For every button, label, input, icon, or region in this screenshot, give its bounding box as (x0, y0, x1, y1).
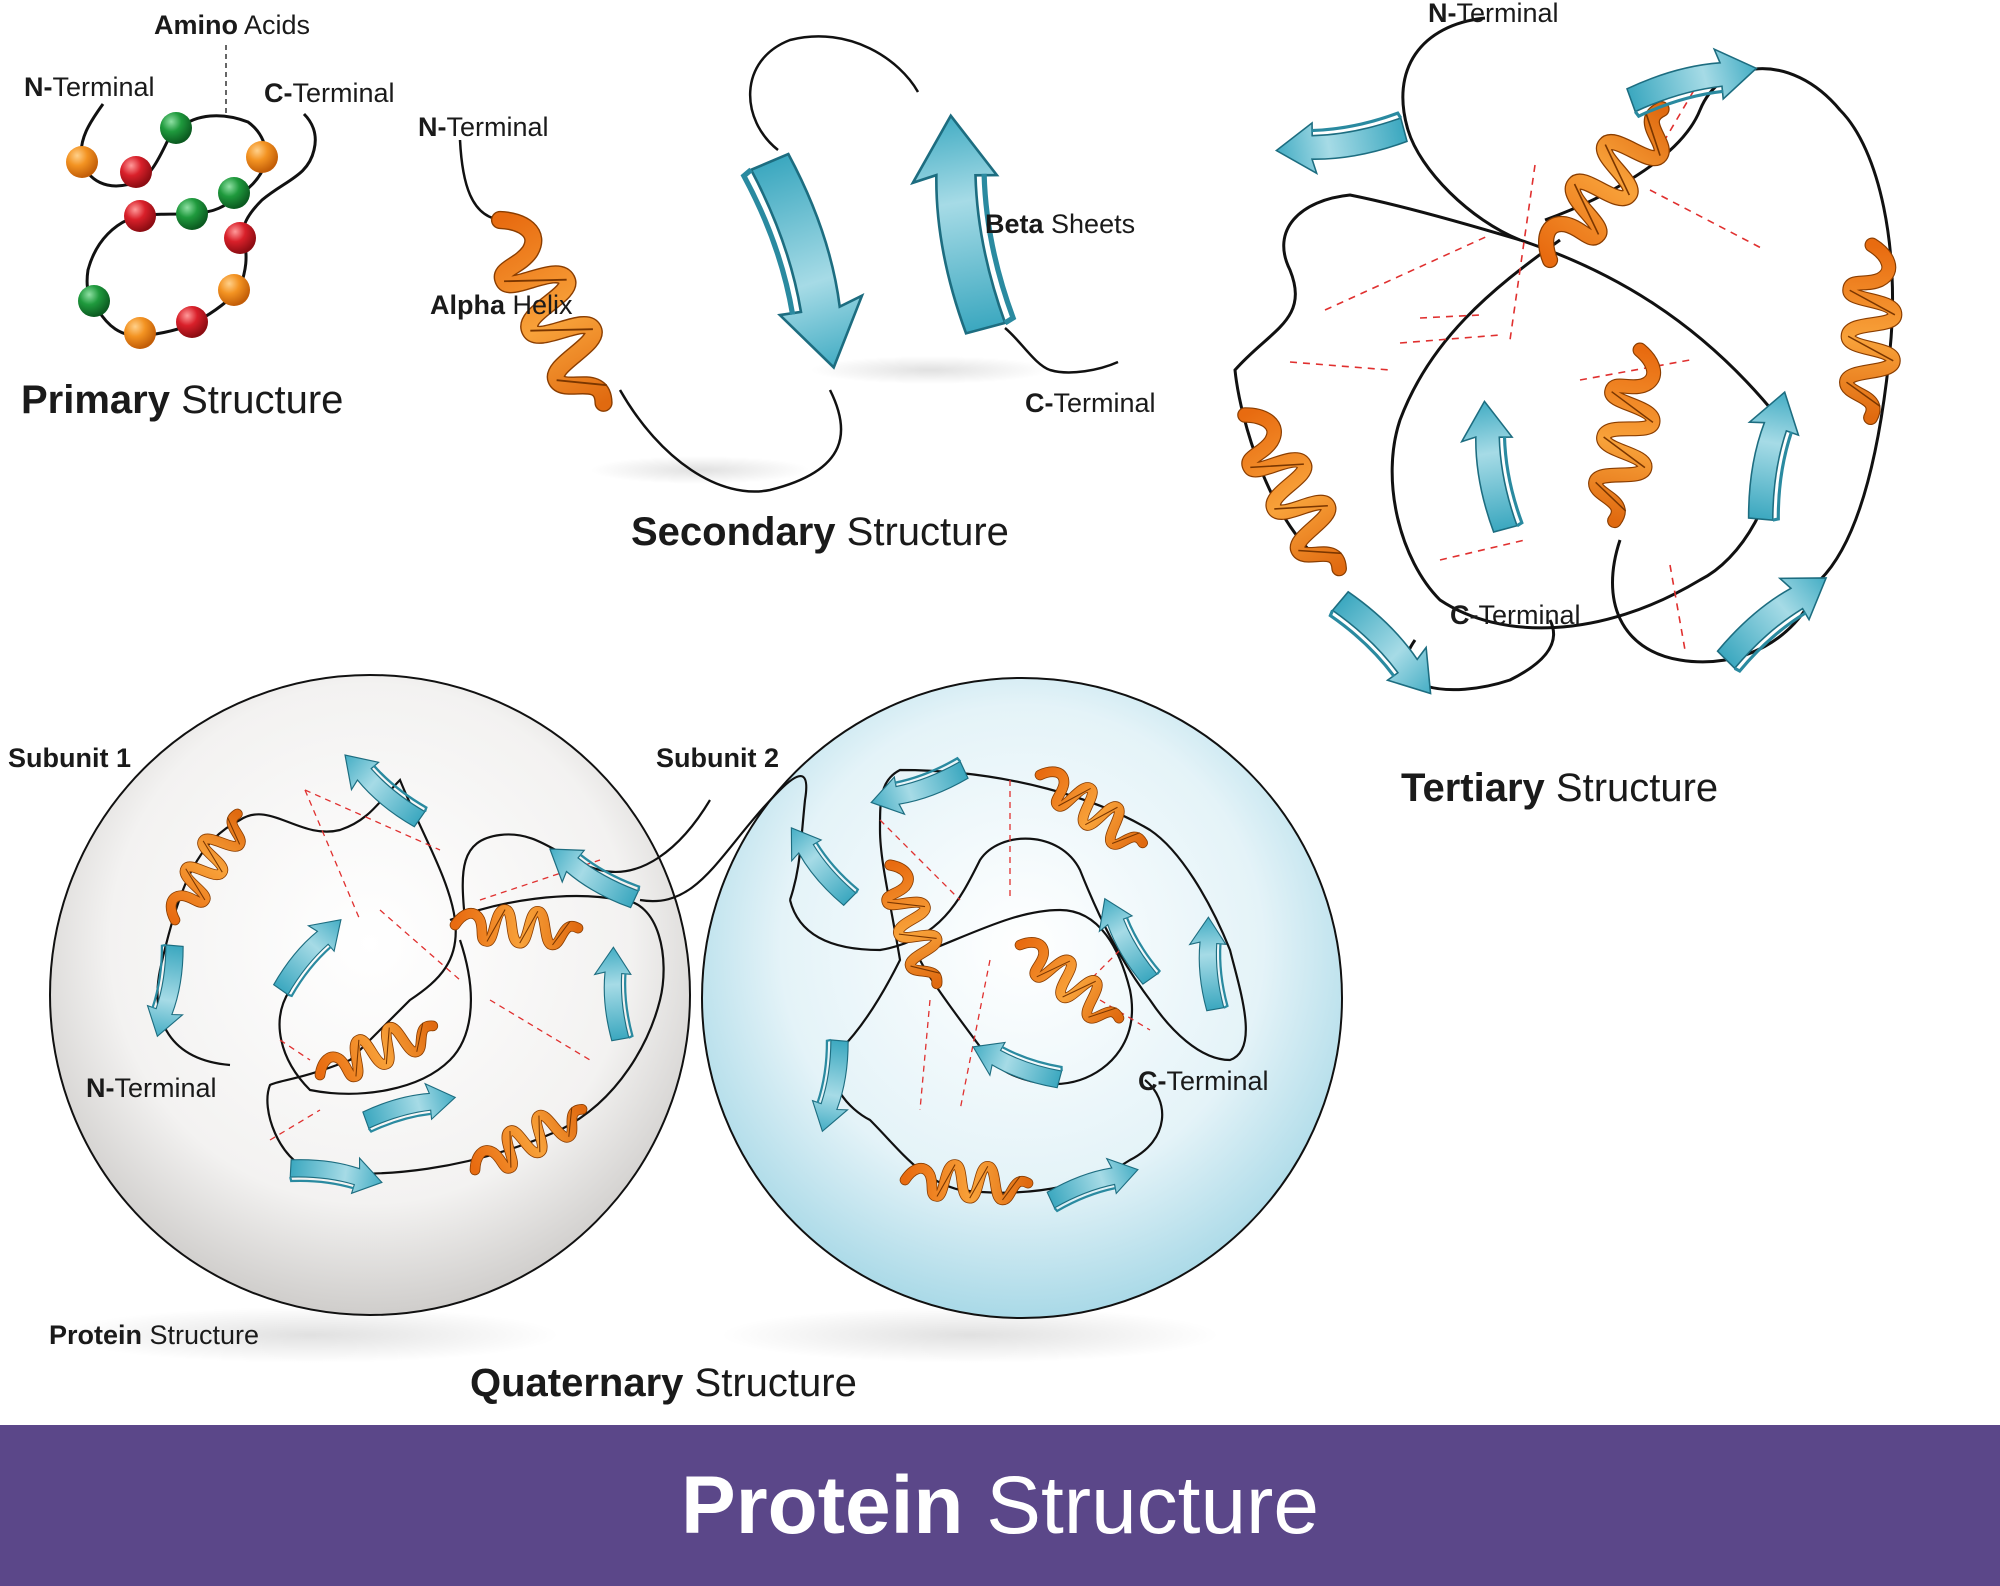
banner-title: Protein Structure (681, 1464, 1319, 1547)
alpha-helix-label: Alpha Helix (430, 292, 573, 319)
secondary-n-terminal-label: N-Terminal (418, 114, 549, 141)
quaternary-structure-title: Quaternary Structure (470, 1363, 857, 1403)
amino-acids-label: Amino Acids (154, 12, 310, 39)
secondary-c-tail (1004, 327, 1119, 374)
label-bold: C- (264, 78, 293, 108)
label-bold: C- (1450, 600, 1479, 630)
label-bold: N- (86, 1073, 115, 1103)
title-bold: Tertiary (1401, 766, 1545, 810)
title-banner: Protein Structure (0, 1425, 2000, 1586)
tertiary-sheet (1731, 385, 1807, 526)
amino-acid (176, 198, 208, 230)
subunit-2-sphere (701, 677, 1343, 1319)
tertiary-n-terminal-label: N-Terminal (1428, 0, 1559, 27)
label-regular: Terminal (114, 1073, 217, 1103)
label-regular: Acids (238, 10, 311, 40)
tertiary-helix (1590, 346, 1665, 524)
tertiary-structure-title: Tertiary Structure (1401, 768, 1718, 808)
amino-acid (66, 146, 98, 178)
quaternary-structure (49, 674, 1343, 1363)
title-regular: Structure (835, 510, 1009, 554)
quaternary-n-terminal-label: N-Terminal (86, 1075, 217, 1102)
subunit-1-fold (141, 741, 711, 1199)
label-bold: N- (24, 72, 53, 102)
label-regular: Structure (142, 1320, 260, 1350)
quaternary-c-terminal-label: C-Terminal (1138, 1068, 1269, 1095)
banner-title-regular: Structure (963, 1459, 1319, 1551)
label-regular: Terminal (1166, 1066, 1269, 1096)
label-regular: Terminal (1478, 600, 1581, 630)
secondary-c-terminal-label: C-Terminal (1025, 390, 1156, 417)
secondary-structure-title: Secondary Structure (631, 512, 1009, 552)
label-bold: Protein (49, 1320, 143, 1350)
protein-structure-label: Protein Structure (49, 1322, 259, 1349)
label-regular: Terminal (1456, 0, 1559, 28)
tertiary-helix (1845, 244, 1897, 418)
beta-sheet-down (733, 146, 880, 378)
label-bold: Amino (154, 10, 238, 40)
title-regular: Structure (683, 1361, 857, 1405)
label-regular: Terminal (446, 112, 549, 142)
label-bold: N- (418, 112, 447, 142)
secondary-n-tail (458, 139, 506, 222)
label-bold: N- (1428, 0, 1457, 28)
subunit-1-label: Subunit 1 (8, 743, 131, 773)
tertiary-c-terminal-label: C-Terminal (1450, 602, 1581, 629)
title-regular: Structure (1544, 766, 1719, 810)
tertiary-structure (1226, 16, 1897, 710)
amino-acid (176, 306, 208, 338)
title-bold: Secondary (631, 510, 836, 554)
primary-c-terminal-label: C-Terminal (264, 80, 395, 107)
amino-acid (218, 274, 250, 306)
amino-acid (120, 156, 152, 188)
primary-structure-title: Primary Structure (21, 380, 343, 420)
amino-acid (78, 285, 110, 317)
label-bold: Beta (985, 209, 1044, 239)
title-bold: Quaternary (470, 1361, 684, 1405)
amino-acid (124, 200, 156, 232)
subunit-2-fold (774, 752, 1247, 1217)
title-regular: Structure (169, 378, 344, 422)
tertiary-sheet (1621, 38, 1764, 124)
title-bold: Primary (21, 378, 170, 422)
hydrogen-bonds (1289, 79, 1766, 651)
label-regular: Sheets (1043, 209, 1136, 239)
amino-acid (246, 141, 278, 173)
subunit-2-label: Subunit 2 (656, 743, 779, 773)
amino-acid (124, 317, 156, 349)
primary-structure (66, 45, 317, 349)
label-bold: Alpha (430, 290, 506, 320)
label-regular: Terminal (52, 72, 155, 102)
beta-sheets-label: Beta Sheets (985, 211, 1135, 238)
tertiary-sheet (1271, 105, 1412, 182)
tertiary-helix (1528, 95, 1683, 274)
tertiary-sheet (1453, 396, 1530, 537)
tertiary-sheet (1705, 553, 1842, 680)
amino-acid (160, 112, 192, 144)
primary-n-terminal-label: N-Terminal (24, 74, 155, 101)
amino-acid (218, 177, 250, 209)
label-bold: C- (1138, 1066, 1167, 1096)
banner-title-bold: Protein (681, 1459, 964, 1551)
label-regular: Terminal (1053, 388, 1156, 418)
secondary-structure (458, 35, 1119, 493)
tertiary-sheet (1322, 579, 1453, 710)
label-bold: C- (1025, 388, 1054, 418)
label-regular: Terminal (292, 78, 395, 108)
label-regular: Helix (505, 290, 573, 320)
amino-acid (224, 222, 256, 254)
